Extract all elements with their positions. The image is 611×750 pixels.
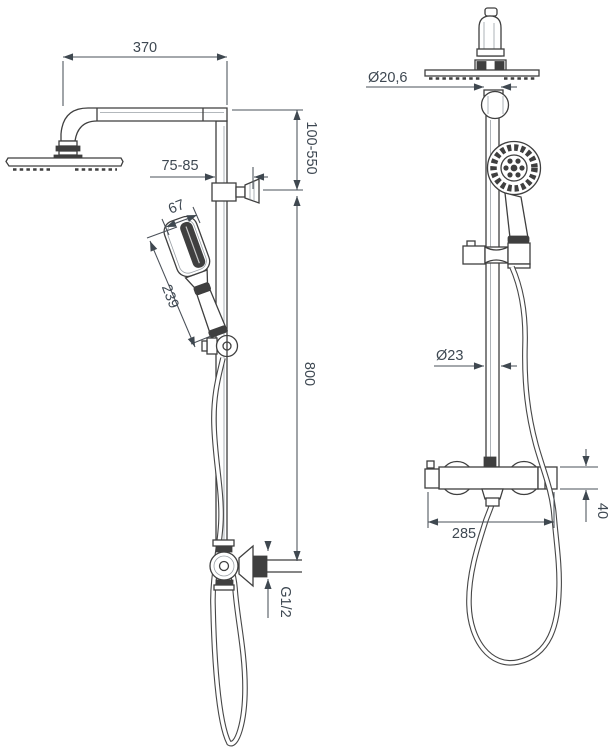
face-jet-5 — [507, 158, 513, 164]
dim-label-23: Ø23 — [436, 348, 463, 364]
supply-collar-top — [215, 545, 233, 553]
dimline-239 — [149, 240, 196, 348]
front-view: Ø20,6 Ø23 285 40 — [366, 7, 610, 666]
wall-thread — [252, 555, 268, 578]
supply-nut-bottom — [213, 584, 235, 591]
ext-67-left — [161, 218, 170, 236]
face-center-jet — [510, 164, 518, 172]
swivel-nut — [55, 145, 81, 152]
dim-label-285: 285 — [452, 526, 476, 542]
hose-front — [467, 266, 561, 665]
shower-arm — [60, 107, 228, 142]
handle-bottom-ring — [208, 325, 228, 338]
spray-nozzle-ring — [490, 144, 538, 192]
ext-239-top — [146, 226, 178, 239]
arm-flange — [476, 48, 505, 57]
handle-ring-front — [507, 235, 530, 244]
face-jet-6 — [515, 158, 521, 164]
rain-head-front — [424, 69, 540, 77]
dim-label-40: 40 — [594, 503, 610, 519]
supply-collar-bottom — [215, 579, 234, 586]
mixer-button — [426, 460, 435, 469]
head-swivel-dark-left — [476, 61, 487, 70]
diverter-stem — [235, 186, 246, 198]
hose-nut — [485, 497, 500, 507]
dim-label-67: 67 — [166, 197, 187, 218]
face-jet-2 — [515, 172, 521, 178]
arm-end-cap — [484, 7, 498, 17]
mixer-body — [438, 466, 539, 490]
dim-label-7585: 75-85 — [161, 158, 198, 174]
face-jet-4 — [503, 165, 509, 171]
dim-label-800: 800 — [301, 362, 317, 386]
dim-label-206: Ø20,6 — [368, 70, 408, 86]
head-swivel-dark-right — [494, 61, 505, 70]
swivel-ring — [58, 140, 78, 147]
dimline-67 — [165, 214, 198, 228]
dim-label-g12: G1/2 — [277, 586, 293, 617]
diverter-knob — [244, 178, 260, 204]
bracket-bottom-arc — [484, 259, 509, 264]
supply-valve-hub — [218, 560, 230, 572]
bracket-left — [462, 245, 486, 265]
supply-nut-top — [212, 539, 235, 547]
supply-valve-inner — [213, 555, 235, 577]
dim-label-370: 370 — [133, 40, 157, 56]
side-view: 370 75-85 67 239 100-550 800 G1/2 — [5, 40, 319, 747]
clamp-socket — [206, 337, 218, 355]
bracket-top-arc — [484, 246, 509, 251]
diverter-body — [211, 182, 237, 202]
arm-front — [478, 15, 502, 57]
face-jet-3 — [507, 172, 513, 178]
mixer-end-left — [424, 468, 440, 489]
shower-hose — [211, 357, 247, 746]
swivel-collar — [58, 150, 78, 156]
rain-shower-head — [5, 157, 124, 167]
face-jet-1 — [519, 165, 525, 171]
mixer-outlet — [481, 488, 504, 500]
bracket-lip — [507, 263, 531, 269]
bracket-right — [507, 242, 531, 265]
dim-label-100550: 100-550 — [303, 121, 319, 174]
ball-joint — [480, 90, 510, 120]
wall-flange — [238, 544, 254, 588]
clamp-screw — [201, 340, 208, 352]
hand-shower-handle-front — [504, 192, 529, 239]
